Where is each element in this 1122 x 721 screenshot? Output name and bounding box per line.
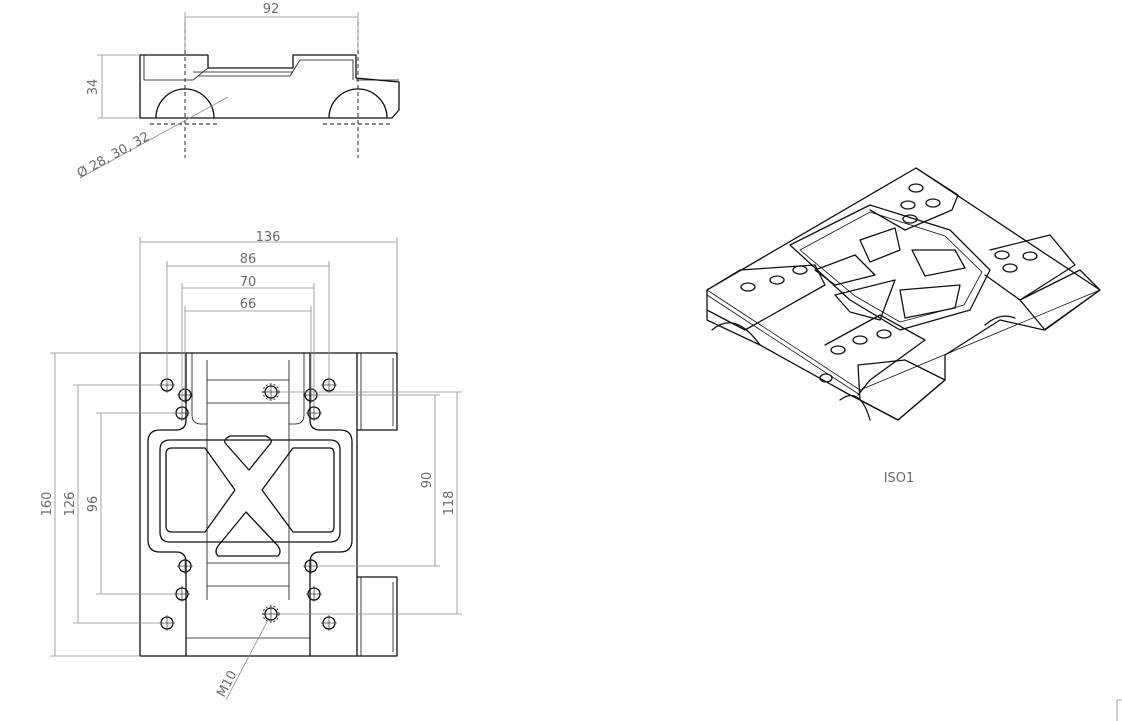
- dim-86: 86: [240, 252, 257, 267]
- plate-outline: [139, 352, 358, 657]
- dim-96: 96: [86, 496, 101, 513]
- dim-118: 118: [442, 491, 457, 516]
- dim-126: 126: [63, 492, 78, 517]
- window-bottom: [215, 511, 281, 557]
- pocket-outline: [147, 352, 187, 657]
- front-view: 92 34 Ø 28, 30, 32: [75, 2, 400, 181]
- sheet-corner-mark: [1116, 699, 1122, 721]
- dim-160: 160: [40, 492, 55, 517]
- iso-pocket: [789, 204, 991, 331]
- dim-90: 90: [420, 472, 435, 489]
- tab-top-right: [356, 352, 398, 431]
- plan-view: 136 86 70 66 160 126 96 90 118: [40, 230, 462, 701]
- dim-92: 92: [263, 2, 280, 17]
- dim-34: 34: [86, 79, 101, 96]
- tab-bottom-right: [356, 576, 398, 657]
- dim-66: 66: [240, 297, 257, 312]
- dim-diameter: Ø 28, 30, 32: [75, 129, 153, 181]
- dim-70: 70: [240, 275, 257, 290]
- thread-callout-m10: M10: [214, 668, 240, 700]
- dim-136: 136: [256, 230, 281, 245]
- bore-cutout-right: [328, 88, 388, 119]
- window-left: [165, 447, 236, 533]
- front-view-outline: [139, 54, 400, 119]
- iso-view-label: ISO1: [884, 471, 915, 486]
- isometric-view: ISO1: [706, 167, 1101, 486]
- iso-base-outline: [706, 167, 1101, 421]
- window-right: [261, 447, 335, 533]
- window-top: [224, 435, 272, 471]
